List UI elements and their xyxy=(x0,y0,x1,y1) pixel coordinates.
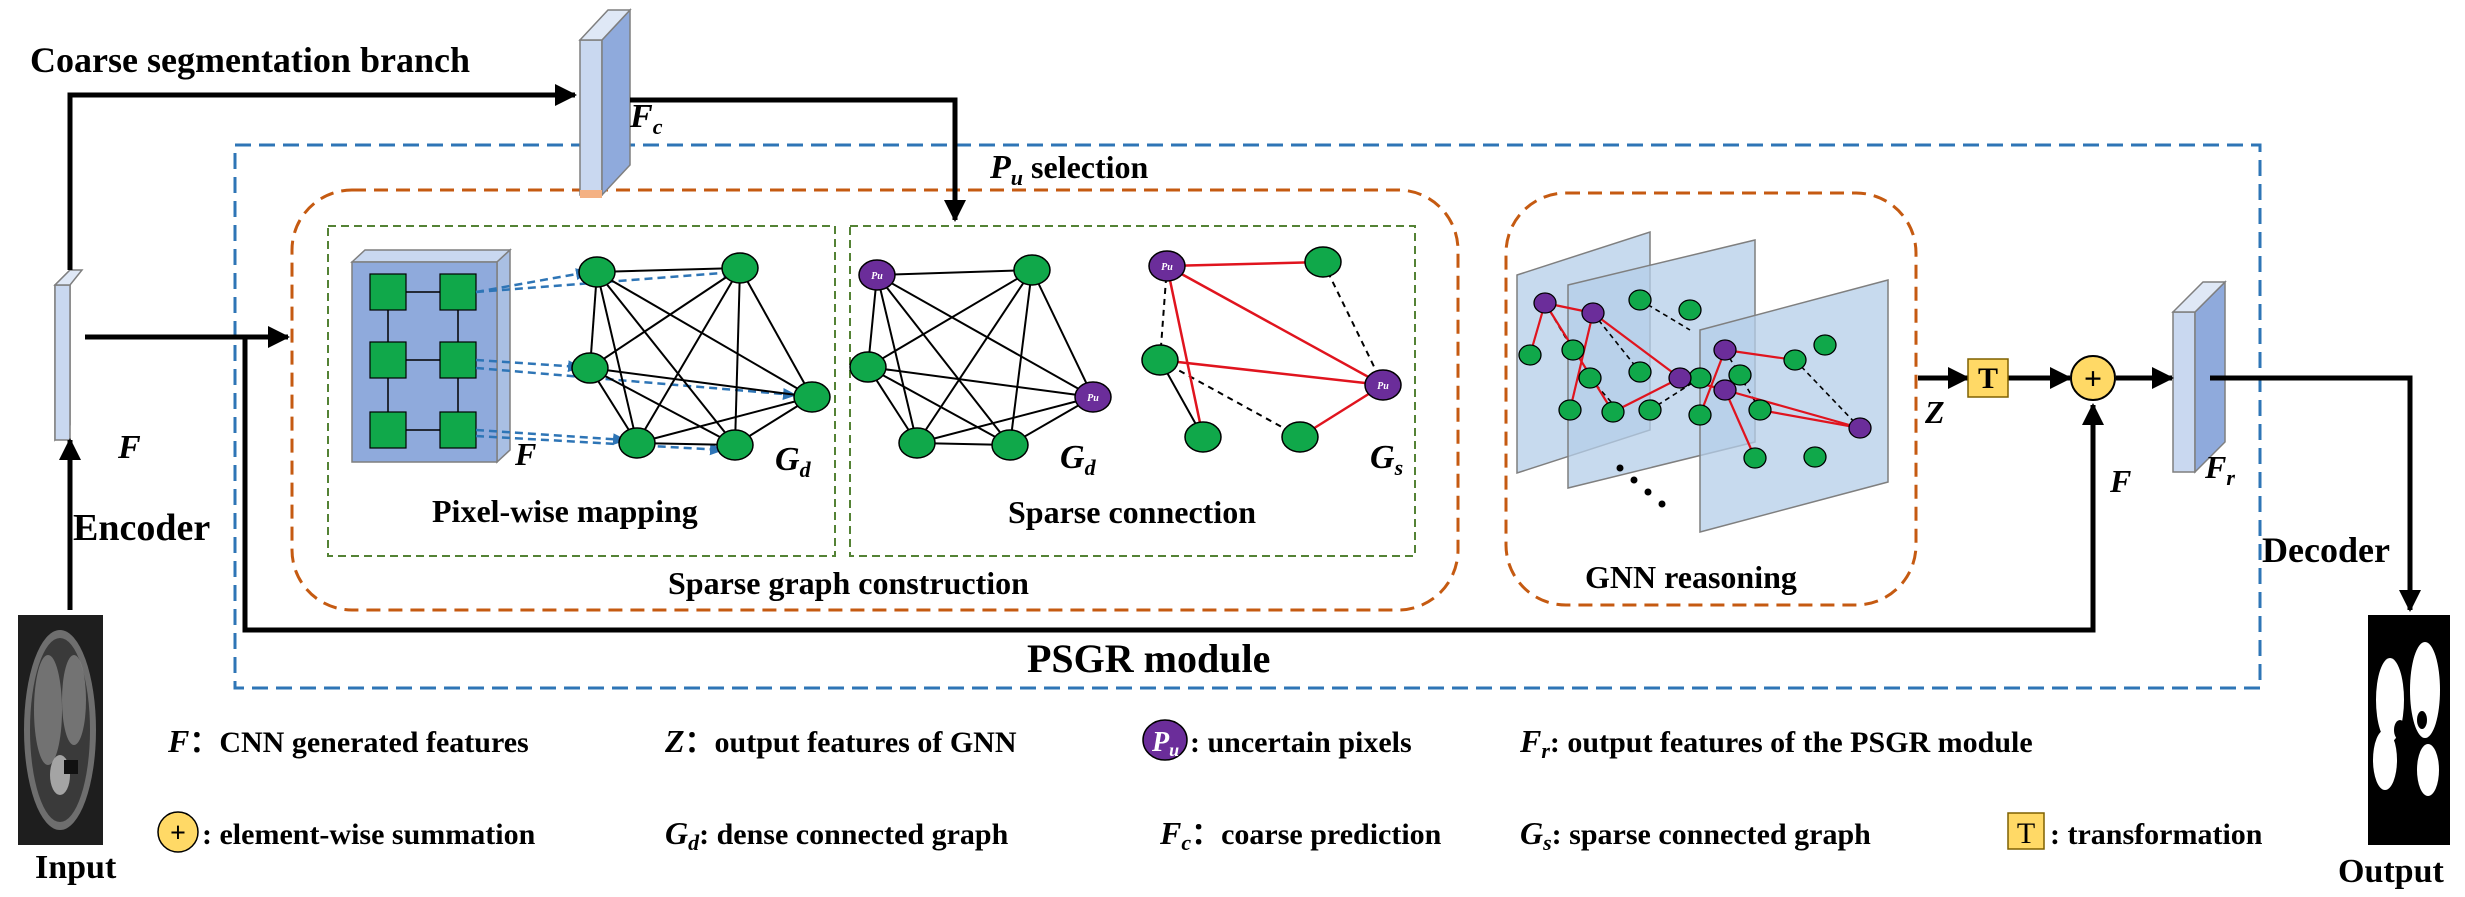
gd2-label: Gd xyxy=(1060,439,1097,480)
pu-node-label: Pu xyxy=(871,271,883,282)
input-ct-image xyxy=(18,615,103,845)
svg-text:+: + xyxy=(2084,360,2102,396)
coarse-branch-label: Coarse segmentation branch xyxy=(30,40,470,80)
encoder-label: Encoder xyxy=(73,507,210,549)
encoder-feature-map xyxy=(53,268,84,442)
svg-text:T: T xyxy=(2017,817,2035,850)
legend-t-icon: T xyxy=(2007,812,2045,850)
dense-graph-1 xyxy=(571,252,831,461)
z-label: Z xyxy=(1924,394,1945,430)
sparse-connection-box xyxy=(849,225,1416,557)
legend-pu-text: : uncertain pixels xyxy=(1190,726,1412,759)
legend-t-text: : transformation xyxy=(2050,818,2263,851)
coarse-branch-arrow xyxy=(67,84,577,270)
fc-label: Fc xyxy=(629,98,663,139)
encoder-f-label: F xyxy=(117,429,141,466)
legend-gd: Gd: dense connected graph xyxy=(665,815,1009,855)
mapping-arrows xyxy=(475,266,797,456)
svg-text:+: + xyxy=(170,818,186,849)
decoder-arrow xyxy=(2210,375,2421,612)
gnn-reasoning-box xyxy=(1504,191,1918,607)
legend-pu-icon: Pu xyxy=(1142,719,1188,761)
sparse-graph-construction-box xyxy=(290,188,1460,612)
gd1-label: Gd xyxy=(775,441,812,482)
pixel-grid-feature xyxy=(350,248,512,464)
psgr-module-label: PSGR module xyxy=(1027,636,1270,681)
sparse-graph: Pu Pu xyxy=(1141,246,1402,453)
pu-selection-arrow xyxy=(630,97,966,222)
summation-circle: + xyxy=(2070,355,2116,401)
legend-sum-icon: + xyxy=(157,811,199,853)
pu-selection-label: Pu selection xyxy=(989,149,1149,190)
skip-connection-arrow xyxy=(242,337,2104,633)
legend: F：CNN generated features Z：output featur… xyxy=(157,719,2263,855)
input-label: Input xyxy=(35,849,117,886)
legend-f: F：CNN generated features xyxy=(167,723,529,759)
gs-label: Gs xyxy=(1370,439,1403,480)
pixel-map-f-label: F xyxy=(514,436,536,472)
gnn-planes xyxy=(1516,230,1889,533)
gnn-reasoning-label: GNN reasoning xyxy=(1585,559,1797,595)
psgr-module-box xyxy=(233,143,2262,690)
f-sum-label: F xyxy=(2109,463,2131,499)
legend-gs: Gs: sparse connected graph xyxy=(1520,815,1871,855)
svg-text:T: T xyxy=(1978,362,1998,395)
pu-node-label: Pu xyxy=(1087,393,1099,404)
legend-sum-text: : element-wise summation xyxy=(202,818,536,851)
pixel-wise-mapping-label: Pixel-wise mapping xyxy=(432,493,698,529)
pu-node-label: Pu xyxy=(1161,262,1173,273)
coarse-feature-map xyxy=(578,8,632,198)
dense-graph-2: Pu Pu xyxy=(849,254,1112,461)
legend-fc: Fc：coarse prediction xyxy=(1159,815,1442,855)
sparse-connection-label: Sparse connection xyxy=(1008,494,1256,530)
fr-label: Fr xyxy=(2204,449,2235,490)
output-label: Output xyxy=(2338,853,2444,890)
legend-fr: Fr: output features of the PSGR module xyxy=(1519,723,2033,763)
sparse-graph-construction-label: Sparse graph construction xyxy=(668,565,1029,601)
transformation-box: T xyxy=(1967,358,2009,398)
output-mask-image xyxy=(2368,615,2450,845)
decoder-label: Decoder xyxy=(2262,530,2390,570)
legend-z: Z：output features of GNN xyxy=(664,723,1017,759)
pu-node-label: Pu xyxy=(1377,381,1389,392)
svg-text:Pu: Pu xyxy=(1151,727,1179,760)
pixel-wise-mapping-box xyxy=(327,225,836,557)
